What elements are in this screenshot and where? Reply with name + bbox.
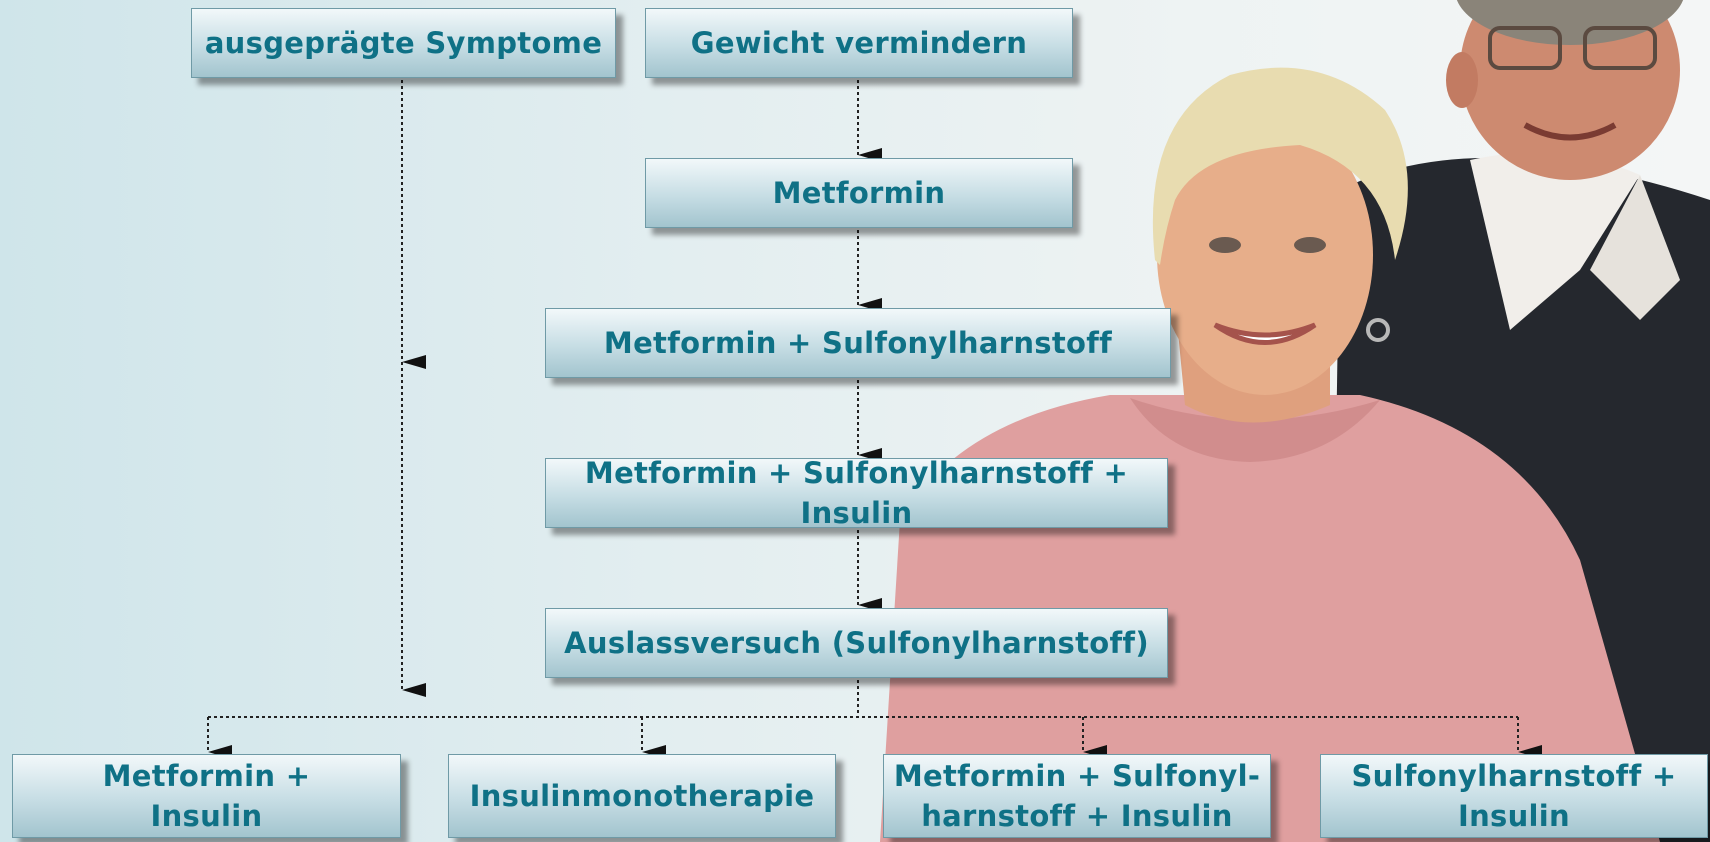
node-metformin-sulfonylharnstoff: Metformin + Sulfonylharnstoff bbox=[545, 308, 1171, 378]
node-metformin-sulfonylharnstoff-insulin: Metformin + Sulfonylharnstoff + Insulin bbox=[545, 458, 1168, 528]
node-out-metformin-sulfonylharnstoff-insulin: Metformin + Sulfonyl- harnstoff + Insuli… bbox=[883, 754, 1271, 838]
node-gewicht-vermindern: Gewicht vermindern bbox=[645, 8, 1073, 78]
node-out-sulfonylharnstoff-insulin: Sulfonylharnstoff + Insulin bbox=[1320, 754, 1708, 838]
node-ausgepraegte-symptome: ausgeprägte Symptome bbox=[191, 8, 616, 78]
node-out-insulinmonotherapie: Insulinmonotherapie bbox=[448, 754, 836, 838]
node-metformin: Metformin bbox=[645, 158, 1073, 228]
node-auslassversuch: Auslassversuch (Sulfonylharnstoff) bbox=[545, 608, 1168, 678]
node-out-metformin-insulin: Metformin + Insulin bbox=[12, 754, 401, 838]
